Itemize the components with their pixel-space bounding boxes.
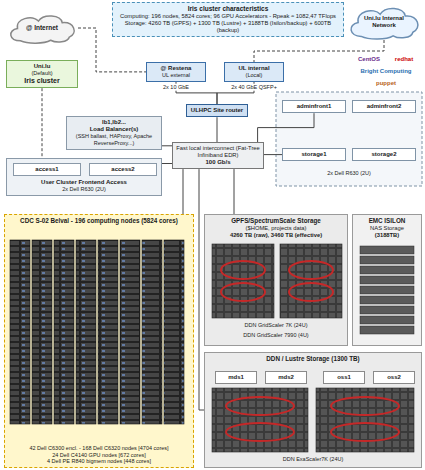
router-box: UL internal(Local) xyxy=(224,62,284,82)
connector xyxy=(234,169,235,214)
node-text: Fast local interconnect (Fat-Tree Infini… xyxy=(176,145,260,159)
node-text: lb1,lb2... xyxy=(70,119,158,126)
connector xyxy=(217,117,218,142)
node-text: User Cluster Frontend Access xyxy=(10,179,158,186)
storage-area: EMC ISILONNAS Storage(3188TB) xyxy=(352,214,422,346)
server-box: storage2 xyxy=(352,148,416,161)
part-label: redhat xyxy=(388,56,420,63)
node-text: UL external xyxy=(150,72,202,79)
part-label: 2x Dell R630 (2U) xyxy=(282,170,416,177)
network-cloud: Uni.lu Internal Network xyxy=(346,4,422,40)
connector xyxy=(162,163,172,164)
connector xyxy=(264,154,282,155)
switch-box: Fast local interconnect (Fat-Tree Infini… xyxy=(172,142,264,169)
node-text: Computing: 196 nodes, 5824 cores; 96 GPU… xyxy=(116,13,340,20)
server-box: mds1 xyxy=(215,371,257,384)
node-text: adminfront2 xyxy=(356,103,412,110)
gpfs-ground xyxy=(204,214,348,346)
compute-area: CDC S-02 Belval - 196 computing nodes (5… xyxy=(4,214,194,468)
node-text: ULHPC Site router xyxy=(190,107,244,114)
server-box: access2 xyxy=(89,163,157,176)
node-text: Iris cluster characteristics xyxy=(116,5,340,13)
node-text: (Default) xyxy=(10,70,74,77)
compute-ground xyxy=(4,214,194,468)
server-box: oss2 xyxy=(373,371,415,384)
server-box: oss1 xyxy=(323,371,365,384)
node-text: Storage: 4260 TB (GPFS) + 1300 TB (Lustr… xyxy=(116,20,340,34)
connector xyxy=(42,88,43,158)
admin-region xyxy=(276,92,422,186)
node-text: @ Internet xyxy=(26,24,58,32)
part-label: puppet xyxy=(352,80,420,87)
node-text: 2x Dell R630 (2U) xyxy=(10,186,158,193)
part-label: DDN ExaScaler7K (24U) xyxy=(208,456,418,463)
info-box: Iris cluster characteristicsComputing: 1… xyxy=(112,2,344,37)
node-text: 4 Dell PE R840 bigmem nodes [448 cores] xyxy=(8,458,190,465)
cluster-box: Uni.lu(Default)Iris cluster xyxy=(6,60,78,88)
edge-label: 2x 40 GbE QSFP+ xyxy=(230,84,278,91)
node-text: UL internal xyxy=(228,65,280,72)
part-label: CentOS xyxy=(352,56,386,63)
node-text: 4260 TB (raw), 3460 TB (effective) xyxy=(208,232,344,239)
server-box: access1 xyxy=(13,163,81,176)
node-text: DDN / Lustre Storage (1300 TB) xyxy=(208,355,418,363)
balancer-box: lb1,lb2...Load Balancer(s)(SSH ballast, … xyxy=(66,116,162,150)
node-text: (3188TB) xyxy=(356,232,418,239)
server-box: mds2 xyxy=(265,371,307,384)
node-text: mds1 xyxy=(219,374,253,381)
network-cloud: @ Internet xyxy=(6,12,78,44)
node-text: (Local) xyxy=(228,72,280,79)
nas-illustration xyxy=(360,246,414,334)
cloud-outline xyxy=(351,9,418,40)
node-text: 42 Dell C6300 encl. - 168 Dell C6320 nod… xyxy=(8,445,190,452)
node-text: Uni.lu Internal Network xyxy=(358,15,410,29)
isilon-ground xyxy=(352,214,422,346)
storage-illustration xyxy=(212,244,342,318)
part-label: DDN GridScaler 7990 (4U) xyxy=(208,332,344,339)
router-box: ULHPC Site router xyxy=(186,104,248,117)
node-text: oss2 xyxy=(377,374,411,381)
node-text: 24 Dell C4140 GPU nodes [672 cores] xyxy=(8,452,190,459)
edge-label: 2x 10 GbE xyxy=(162,84,190,91)
server-box: adminfront2 xyxy=(352,100,416,113)
lustre-illustration xyxy=(212,388,414,452)
node-text: ($HOME, projects data) xyxy=(208,225,344,232)
node-text: CDC S-02 Belval - 196 computing nodes (5… xyxy=(8,217,190,225)
lustre-ground xyxy=(204,352,422,468)
server-box: storage1 xyxy=(282,148,346,161)
node-text: access2 xyxy=(93,166,153,173)
node-text: NAS Storage xyxy=(356,225,418,232)
node-text: access1 xyxy=(17,166,77,173)
rack-illustration xyxy=(10,240,184,424)
node-text: adminfront1 xyxy=(286,103,342,110)
part-label: Bright Computing xyxy=(352,68,420,75)
node-text: Load Balancer(s) xyxy=(70,126,158,133)
node-text: EMC ISILON xyxy=(356,217,418,225)
router-box: @ RestenaUL external xyxy=(146,62,206,82)
part-label: DDN GridScaler 7K (24U) xyxy=(208,322,344,329)
node-text: 100 Gb/s xyxy=(176,159,260,166)
node-text: Uni.lu xyxy=(10,63,74,70)
node-text: @ Restena xyxy=(150,65,202,72)
connector xyxy=(258,113,314,142)
server-box: adminfront1 xyxy=(282,100,346,113)
node-text: GPFS/SpectrumScale Storage xyxy=(208,217,344,225)
node-text: storage2 xyxy=(356,151,412,158)
cloud-outline xyxy=(11,16,74,43)
node-text: Iris cluster xyxy=(10,77,74,85)
connector xyxy=(162,145,172,146)
node-text: (SSH ballast, HAProxy, Apache ReversePro… xyxy=(70,133,158,146)
storage-area: DDN / Lustre Storage (1300 TB) mds1 mds2 os… xyxy=(204,352,422,468)
node-text: mds2 xyxy=(269,374,303,381)
node-text: storage1 xyxy=(286,151,342,158)
connector xyxy=(183,169,184,214)
frontend-group: User Cluster Frontend Access2x Dell R630… xyxy=(6,158,162,196)
node-text: oss1 xyxy=(327,374,361,381)
